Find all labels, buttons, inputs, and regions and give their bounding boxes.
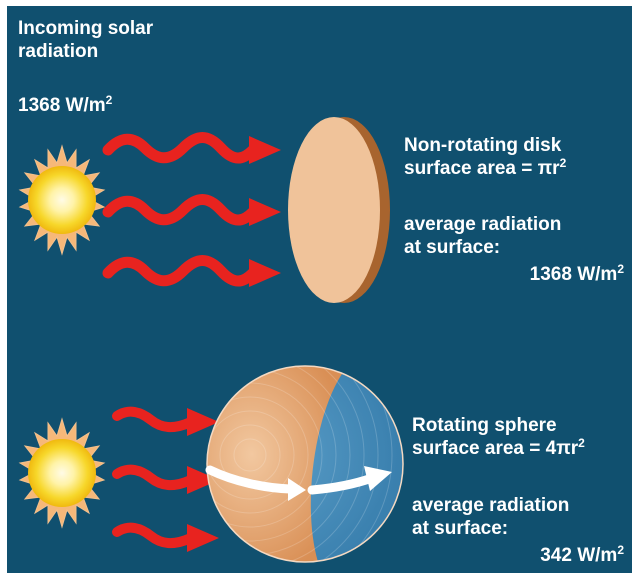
sphere-average-exponent: 2 bbox=[617, 543, 624, 557]
solar-flux-label: 1368 W/m2 bbox=[18, 94, 112, 117]
disk-average-exponent: 2 bbox=[617, 262, 624, 276]
sphere-area-text: surface area = 4πr bbox=[412, 438, 579, 459]
wavy-radiation-arrow-icon bbox=[117, 408, 219, 436]
disk-average-label-1: average radiation bbox=[404, 214, 562, 235]
sphere-area-exponent: 2 bbox=[578, 436, 585, 450]
wavy-radiation-arrow-icon bbox=[108, 136, 281, 164]
wavy-radiation-arrow-icon bbox=[108, 259, 281, 287]
sphere-average-value: 342 W/m2 bbox=[540, 544, 624, 567]
disk-area-exponent: 2 bbox=[559, 156, 567, 170]
sun-icon bbox=[18, 417, 106, 529]
sphere-average-label-2: at surface: bbox=[412, 518, 509, 539]
wavy-radiation-arrow-icon bbox=[117, 524, 219, 552]
rotation-arrow-icon bbox=[205, 465, 392, 501]
disk-icon bbox=[288, 117, 390, 303]
sphere-icon bbox=[206, 365, 404, 563]
sphere-title: Rotating sphere bbox=[412, 415, 557, 436]
title-line-2: radiation bbox=[18, 41, 99, 62]
sun-icon bbox=[18, 144, 106, 256]
disk-average-label-2: at surface: bbox=[404, 237, 501, 258]
sphere-surface-area: surface area = 4πr2 bbox=[412, 437, 585, 460]
disk-area-text: surface area = πr bbox=[404, 158, 560, 179]
disk-average-value: 1368 W/m2 bbox=[530, 263, 624, 286]
sphere-average-label-1: average radiation bbox=[412, 495, 570, 516]
wavy-radiation-arrow-icon bbox=[108, 198, 281, 226]
title-line-1: Incoming solar bbox=[18, 18, 154, 39]
wavy-radiation-arrow-icon bbox=[117, 466, 219, 494]
disk-average-number: 1368 W/m bbox=[529, 264, 618, 285]
sphere-average-number: 342 W/m bbox=[540, 545, 618, 566]
disk-surface-area: surface area = πr2 bbox=[404, 157, 566, 180]
solar-flux-exponent: 2 bbox=[105, 93, 113, 107]
incoming-radiation-title: Incoming solar radiation bbox=[18, 17, 153, 63]
solar-flux-value: 1368 W/m bbox=[18, 95, 106, 116]
disk-title: Non-rotating disk bbox=[404, 135, 562, 156]
